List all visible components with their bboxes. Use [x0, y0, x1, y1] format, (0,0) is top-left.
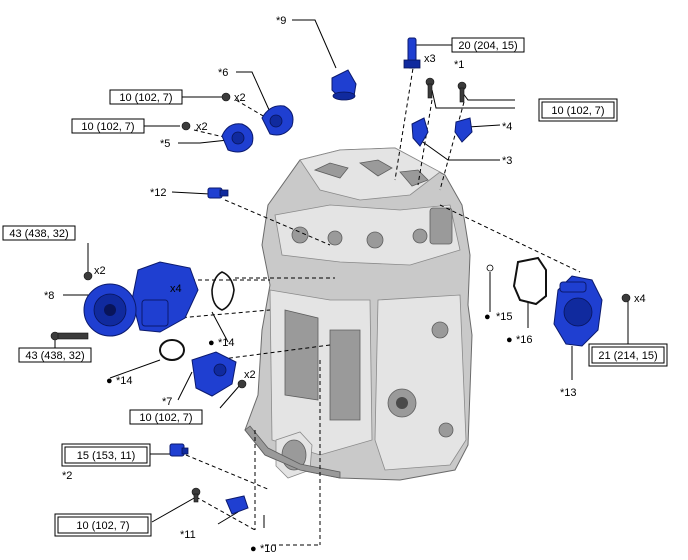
- part-16-gasket: [512, 256, 547, 306]
- qty-x2-b: x2: [196, 121, 208, 133]
- part-14-o-ring: [159, 339, 185, 361]
- torque-21-text: 21 (214, 15): [598, 350, 657, 362]
- torque-10-mid-text: 10 (102, 7): [139, 412, 192, 424]
- torque-10-a-text: 10 (102, 7): [119, 92, 172, 104]
- callout-9: *9: [276, 15, 286, 27]
- callout-3: *3: [502, 155, 512, 167]
- callout-labels: *9 *1 *6 *4 *5 *3 *12 *8 *15 *16 *14 *14…: [44, 15, 577, 555]
- part-6-solenoid: [221, 92, 294, 136]
- part-2-plug: [169, 443, 189, 457]
- torque-20-text: 20 (204, 15): [458, 40, 517, 52]
- callout-6: *6: [218, 67, 228, 79]
- qty-x4-right: x4: [634, 293, 646, 305]
- part-12-plug: [207, 187, 229, 199]
- part-11-fitting: [191, 487, 249, 515]
- torque-10-right-text: 10 (102, 7): [551, 105, 604, 117]
- qty-x2-a: x2: [234, 92, 246, 104]
- part-9-cap: [331, 69, 357, 101]
- torque-10-bottom-text: 10 (102, 7): [76, 520, 129, 532]
- qty-x3: x3: [424, 53, 436, 65]
- callout-8: *8: [44, 290, 54, 302]
- callout-16: *16: [516, 334, 533, 346]
- torque-box-10-a: 10 (102, 7): [109, 89, 183, 105]
- engine-block: [244, 147, 473, 481]
- part-5-solenoid: [181, 121, 254, 153]
- bullet-15: ●: [484, 311, 491, 323]
- torque-box-21: 21 (214, 15): [588, 343, 668, 367]
- callout-15: *15: [496, 311, 513, 323]
- part-13-vacuum-pump: [553, 275, 631, 347]
- callout-11: *11: [180, 529, 196, 541]
- part-3-sensor: [411, 117, 429, 147]
- part-1-bolts: [425, 77, 467, 103]
- qty-x2-c: x2: [94, 265, 106, 277]
- part-7-outlet: [191, 351, 247, 397]
- callout-4: *4: [502, 121, 512, 133]
- part-20-stud: [403, 37, 421, 69]
- part-8-pump: [50, 261, 199, 341]
- part-14-gasket-oval: [211, 271, 235, 311]
- torque-10-b-text: 10 (102, 7): [81, 121, 134, 133]
- callout-10: *10: [260, 543, 277, 555]
- callout-14-b: *14: [116, 375, 133, 387]
- torque-box-10-right: 10 (102, 7): [538, 98, 618, 122]
- torque-box-43-bottom: 43 (438, 32): [18, 347, 92, 363]
- callout-5: *5: [160, 138, 170, 150]
- torque-box-20: 20 (204, 15): [451, 37, 525, 53]
- torque-43-bottom-text: 43 (438, 32): [25, 350, 84, 362]
- callout-12: *12: [150, 187, 167, 199]
- qty-x4-left: x4: [170, 283, 182, 295]
- quantity-labels: x3 x2 x2 x2 x4 x2 x4: [94, 53, 646, 381]
- torque-box-10-b: 10 (102, 7): [71, 118, 145, 134]
- torque-box-10-bottom: 10 (102, 7): [54, 513, 152, 537]
- new-part-bullets: ● ● ● ● ●: [106, 311, 513, 555]
- torque-box-15: 15 (153, 11): [61, 443, 151, 467]
- torque-43-top-text: 43 (438, 32): [9, 228, 68, 240]
- bullet-14-b: ●: [106, 375, 113, 387]
- callout-7: *7: [162, 396, 172, 408]
- callout-14-a: *14: [218, 337, 235, 349]
- torque-box-43-top: 43 (438, 32): [2, 225, 76, 241]
- qty-x2-d: x2: [244, 369, 256, 381]
- bullet-16: ●: [506, 334, 513, 346]
- torque-box-10-mid: 10 (102, 7): [129, 409, 203, 425]
- part-4-sensor: [454, 117, 473, 143]
- callout-1: *1: [454, 59, 464, 71]
- callout-13: *13: [560, 387, 577, 399]
- torque-15-text: 15 (153, 11): [77, 450, 136, 462]
- leader-lines: [54, 19, 629, 546]
- callout-2: *2: [62, 470, 72, 482]
- bullet-14-a: ●: [208, 337, 215, 349]
- bullet-10: ●: [250, 543, 257, 555]
- part-15-ring: [486, 264, 494, 272]
